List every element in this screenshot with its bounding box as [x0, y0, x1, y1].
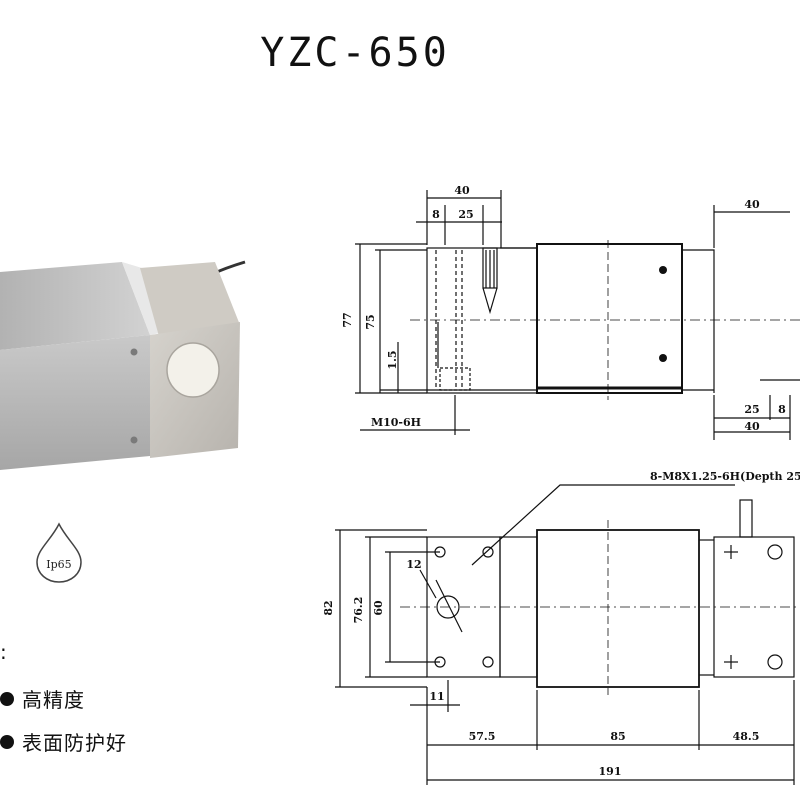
block-top-face	[140, 262, 240, 340]
body-top-face	[0, 262, 150, 350]
thread-label: M10-6H	[371, 416, 421, 429]
screw	[130, 348, 138, 356]
dim-75: 75	[364, 314, 377, 329]
dim-60: 60	[372, 600, 385, 616]
top-view-drawing: 8-M8X1.25-6H(Depth 25) 12 82 76.2 60 11 …	[322, 470, 800, 785]
screw	[130, 436, 138, 444]
dim-1-5: 1.5	[386, 350, 399, 369]
dim-25-bottom: 25	[744, 403, 759, 416]
dim-40-bottom: 40	[744, 420, 760, 433]
dim-48-5: 48.5	[733, 730, 760, 743]
model-title: YZC-650	[260, 30, 450, 76]
bullet-icon	[0, 735, 14, 749]
mount-block	[426, 247, 538, 394]
dim-8: 8	[432, 208, 440, 221]
product-photo	[0, 260, 246, 470]
ip65-badge: Ip65	[36, 522, 82, 583]
sensor-body	[536, 243, 683, 394]
round-cap	[166, 342, 220, 398]
side-view-drawing: 40 8 25 40 77 75 1.5 M10-6H 25 8 40	[341, 184, 800, 440]
dim-191: 191	[599, 765, 622, 778]
dim-85: 85	[610, 730, 625, 743]
dim-40: 40	[454, 184, 470, 197]
body-front-face	[0, 335, 150, 470]
drop-icon	[36, 522, 82, 583]
thread-callout: 8-M8X1.25-6H(Depth 25)	[650, 470, 800, 483]
dim-77: 77	[341, 312, 354, 327]
dim-8-bottom: 8	[778, 403, 786, 416]
dim-40-right: 40	[744, 198, 760, 211]
feature-item: 表面防护好	[0, 727, 127, 756]
dim-11: 11	[429, 690, 444, 703]
dim-57-5: 57.5	[469, 730, 496, 743]
feature-item: 高精度	[0, 684, 85, 713]
dim-76-2: 76.2	[352, 597, 365, 624]
dim-25: 25	[458, 208, 473, 221]
bullet-icon	[0, 692, 14, 706]
dim-82: 82	[322, 600, 335, 615]
ip-rating-label: Ip65	[46, 558, 71, 571]
dim-12: 12	[406, 558, 421, 571]
cable-stub	[739, 499, 753, 538]
sensor-body-top	[536, 529, 700, 688]
